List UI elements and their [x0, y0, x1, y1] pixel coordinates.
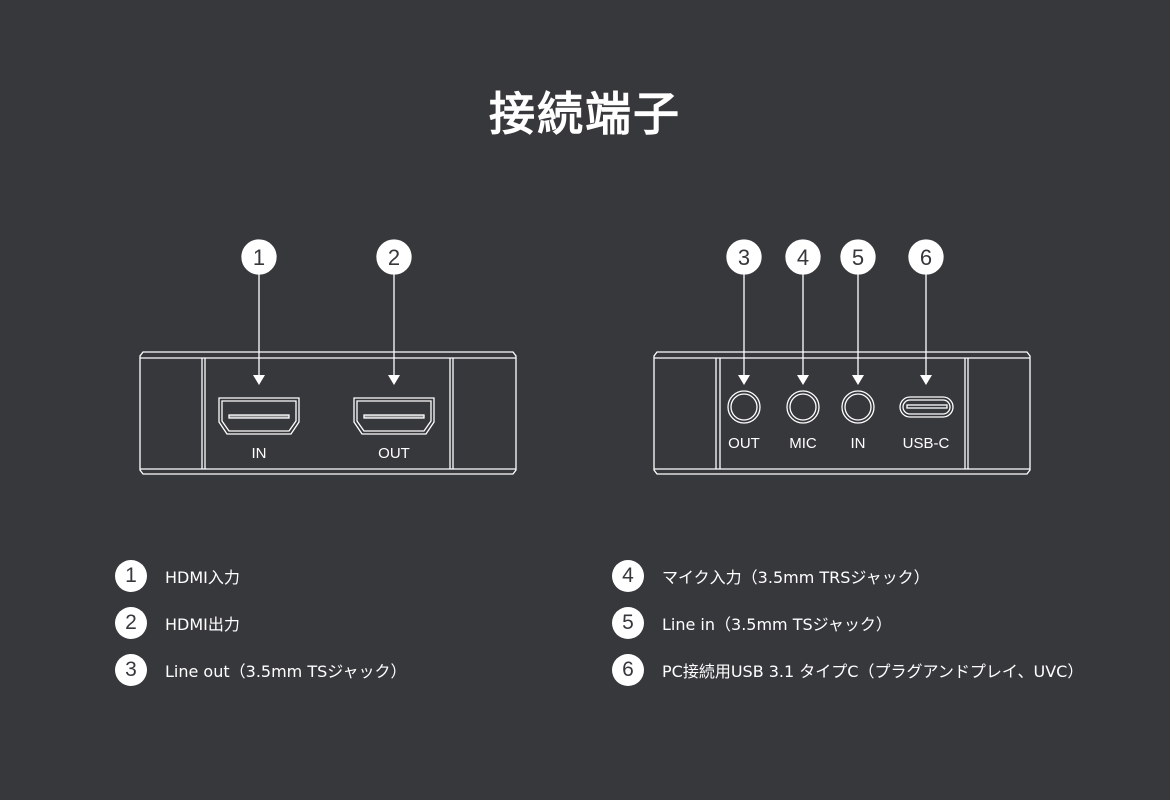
legend-item: 1 HDMI入力 [115, 559, 240, 593]
legend-number: 5 [612, 607, 644, 639]
legend-item: 5 Line in（3.5mm TSジャック） [612, 606, 892, 640]
callout-1-number: 1 [253, 245, 265, 270]
legend-text: マイク入力（3.5mm TRSジャック） [662, 568, 930, 587]
port-label-line-in: IN [851, 435, 866, 452]
port-label-mic: MIC [789, 435, 817, 452]
port-label-hdmi-out: OUT [378, 445, 410, 462]
line-in-jack [841, 390, 875, 424]
right-device [653, 351, 1031, 475]
callout-5-number: 5 [852, 245, 864, 270]
hdmi-out-port [353, 397, 435, 435]
legend-text: HDMI出力 [165, 615, 240, 634]
usb-c-port [899, 396, 954, 418]
legend-number: 3 [115, 654, 147, 686]
mic-jack [786, 390, 820, 424]
port-label-line-out: OUT [728, 435, 760, 452]
legend-item: 6 PC接続用USB 3.1 タイプC（プラグアンドプレイ、UVC） [612, 653, 1083, 687]
callout-3-number: 3 [738, 245, 750, 270]
callout-4 [785, 239, 821, 275]
legend-item: 4 マイク入力（3.5mm TRSジャック） [612, 559, 930, 593]
callout-2 [376, 239, 412, 275]
legend-text: HDMI入力 [165, 568, 240, 587]
legend-text: Line out（3.5mm TSジャック） [165, 662, 407, 681]
legend-text: Line in（3.5mm TSジャック） [662, 615, 892, 634]
left-device [139, 351, 517, 475]
page-title: 接続端子 [489, 87, 681, 141]
legend-number: 1 [115, 560, 147, 592]
legend-number: 4 [612, 560, 644, 592]
legend-item: 2 HDMI出力 [115, 606, 240, 640]
port-label-usb-c: USB-C [903, 435, 950, 452]
line-out-jack [727, 390, 761, 424]
legend-text: PC接続用USB 3.1 タイプC（プラグアンドプレイ、UVC） [662, 662, 1084, 681]
callout-5 [840, 239, 876, 275]
callout-4-number: 4 [797, 245, 809, 270]
legend-number: 6 [612, 654, 644, 686]
callout-3 [726, 239, 762, 275]
port-label-hdmi-in: IN [252, 445, 267, 462]
callout-6 [908, 239, 944, 275]
callout-1 [241, 239, 277, 275]
callout-2-number: 2 [388, 245, 400, 270]
legend-item: 3 Line out（3.5mm TSジャック） [115, 653, 406, 687]
hdmi-in-port [218, 397, 300, 435]
legend-number: 2 [115, 607, 147, 639]
callout-6-number: 6 [920, 245, 932, 270]
